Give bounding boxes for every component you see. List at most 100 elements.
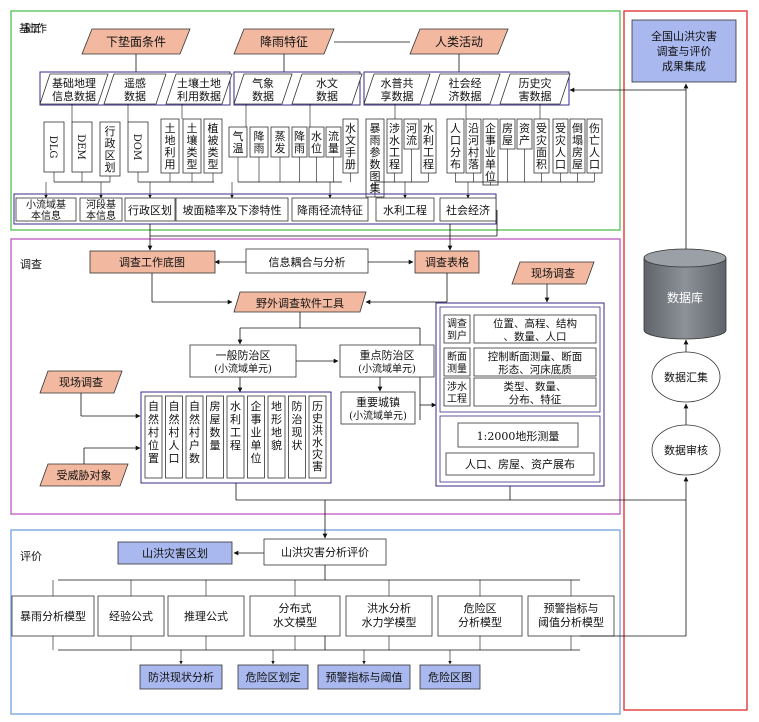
vertical-item-box: 水文手册	[342, 118, 359, 182]
dataset-line1: 基础地理	[52, 77, 96, 90]
vertical-item-box: 流量	[325, 126, 342, 182]
theme-row: 小流域基本信息河段基本信息行政区划坡面糙率及下渗特性降雨径流特征水利工程社会经济	[13, 182, 497, 225]
dataset-row: 基础地理信息数据遥感数据土壤土地利用数据气象数据水文数据水普共享数据社会经济数据…	[39, 73, 571, 105]
vertical-item-label: 沿河村落	[468, 122, 479, 171]
theme-label: 行政区划	[128, 203, 172, 217]
vertical-item-box: 倒塌房屋	[569, 118, 586, 182]
vertical-item-label: 水位	[311, 130, 322, 155]
svg-text:山洪灾害分析评价: 山洪灾害分析评价	[281, 545, 369, 559]
theme-box: 小流域基本信息	[15, 182, 77, 222]
dataset-line2: 害数据	[519, 89, 552, 103]
output-box: 防洪现状分析	[139, 650, 223, 690]
survey-row-content: 分布、特征	[509, 394, 562, 406]
svg-text:信息耦合与分析: 信息耦合与分析	[269, 255, 346, 269]
model-box: 推理公式	[167, 580, 245, 650]
survey-item-label: 水利工程	[230, 400, 241, 452]
theme-box: 河段基本信息	[79, 182, 123, 222]
survey-item-label: 房屋数量	[210, 400, 221, 452]
survey-row-label: 工程	[447, 393, 467, 405]
model-line2: 水文模型	[273, 615, 317, 629]
human-activity-box: 人类活动	[409, 28, 509, 55]
theme-box: 降雨径流特征	[291, 182, 369, 222]
dataset-line2: 享数据	[381, 89, 414, 103]
output-row: 防洪现状分析危险区划定预警指标与阈值危险区图	[139, 650, 481, 690]
model-line2: 分析模型	[458, 615, 502, 629]
survey-row-label: 涉水	[447, 380, 467, 393]
vertical-item-box: 气温	[228, 126, 248, 182]
theme-label: 降雨径流特征	[297, 203, 363, 217]
topo-survey-box: 1:2000地形测量	[457, 422, 579, 448]
vertical-item-label: 土地利用	[165, 122, 176, 171]
svg-text:数据库: 数据库	[667, 290, 703, 305]
vertical-item-box: 涉水工程	[386, 118, 403, 182]
svg-text:受威胁对象: 受威胁对象	[57, 468, 112, 482]
dataset-line2: 济数据	[449, 89, 482, 103]
survey-item-box: 自然村位置	[144, 395, 163, 479]
section-survey-label: 调查	[20, 257, 42, 271]
vertical-item-box: 土地利用	[160, 118, 180, 182]
survey-row-label: 到户	[447, 329, 467, 342]
survey-detail-rows: 调查到户位置、高程、结构、数量、人口断面测量控制断面测量、断面形态、河床底质涉水…	[443, 314, 597, 407]
svg-text:野外调查软件工具: 野外调查软件工具	[256, 296, 344, 310]
survey-row-label: 调查	[447, 317, 467, 330]
model-line2: 阈值分析模型	[538, 615, 604, 629]
svg-text:下垫面条件: 下垫面条件	[106, 34, 166, 49]
model-line1: 分布式	[279, 602, 312, 615]
vertical-item-box: 人口分布	[446, 118, 465, 182]
survey-row-label: 断面	[447, 350, 467, 363]
survey-item-box: 防治现状	[288, 395, 306, 479]
dataset-line2: 数据	[316, 89, 338, 103]
model-box: 暴雨分析模型	[11, 580, 95, 650]
model-row: 暴雨分析模型经验公式推理公式分布式水文模型洪水分析水力学模型危险区分析模型预警指…	[11, 580, 615, 650]
vertical-item-label: 伤亡人口	[589, 122, 600, 171]
svg-text:成果集成: 成果集成	[662, 59, 706, 73]
vertical-item-label: 水利工程	[423, 122, 434, 171]
theme-label: 水利工程	[383, 204, 427, 217]
theme-box: 水利工程	[375, 182, 435, 222]
dataset-line1: 遥感	[124, 77, 146, 90]
model-line1: 暴雨分析模型	[20, 609, 86, 623]
vertical-item-box: 暴雨参数图集	[365, 118, 385, 198]
vertical-item-label: 行政区划	[105, 125, 116, 174]
key-zone-box: 重点防治区 (小流域单元)	[339, 344, 435, 378]
data-summary-node: 数据汇集	[651, 351, 721, 403]
field-software-box: 野外调查软件工具	[233, 291, 367, 313]
survey-item-box: 自然村人口	[165, 395, 183, 479]
svg-text:全国山洪灾害: 全国山洪灾害	[651, 29, 717, 43]
vertical-item-label: 流量	[328, 129, 339, 155]
model-line1: 危险区	[464, 601, 497, 615]
vertical-item-box: 企事业单位	[482, 118, 499, 186]
vertical-item-label: 涉水工程	[389, 121, 400, 171]
model-line1: 洪水分析	[367, 601, 411, 615]
vertical-item-box: 伤亡人口	[586, 118, 603, 182]
svg-text:(小流域单元): (小流域单元)	[358, 362, 416, 375]
output-label: 危险区图	[428, 670, 472, 684]
vertical-item-label: 水文手册	[345, 122, 356, 171]
svg-text:调查工作底图: 调查工作底图	[119, 255, 185, 269]
vertical-item-box: 行政区划	[99, 121, 121, 182]
hazard-zoning-box: 山洪灾害区划	[117, 541, 233, 565]
model-line2: 水力学模型	[362, 615, 417, 629]
underlying-conditions-box: 下垫面条件	[81, 28, 191, 55]
survey-row-content: 、数量、人口	[504, 330, 567, 343]
section-survey-frame	[10, 238, 621, 515]
survey-row-label: 测量	[447, 362, 467, 375]
svg-text:现场调查: 现场调查	[59, 375, 103, 389]
dataset-line1: 历史灾	[519, 76, 552, 90]
svg-text:重要城镇: 重要城镇	[356, 395, 400, 409]
dataset-line2: 利用数据	[177, 89, 221, 103]
survey-item-box: 企事业单位	[247, 395, 265, 479]
vertical-item-box: 降雨	[249, 126, 269, 182]
survey-item-label: 地形地貌	[271, 400, 282, 452]
model-line1: 推理公式	[184, 609, 228, 623]
vertical-item-label: 降雨	[254, 129, 265, 155]
section-basic-frame	[10, 10, 621, 231]
